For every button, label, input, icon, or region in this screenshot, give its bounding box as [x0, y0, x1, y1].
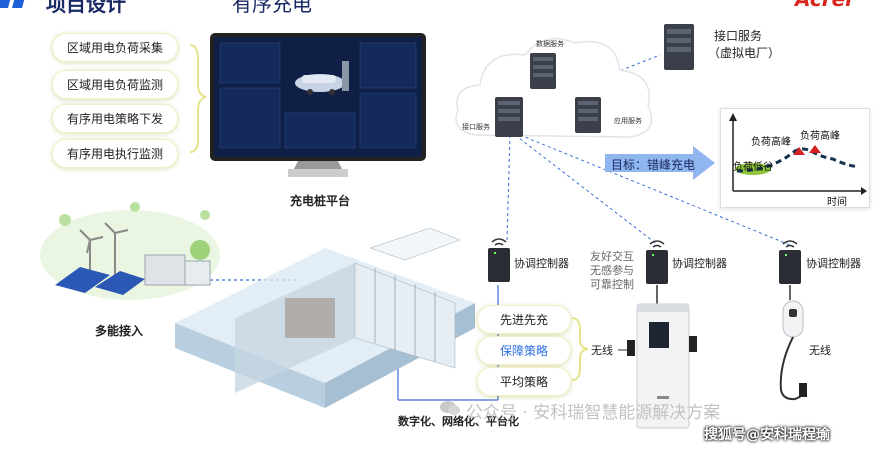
- watermark-wechat-icon: [440, 400, 460, 416]
- multi-energy-scene: [35, 195, 225, 300]
- bottom-label: 数字化、网络化、平台化: [398, 415, 519, 428]
- server-app-icon: [575, 97, 601, 133]
- load-chart: [720, 108, 870, 208]
- load-time-axis-label: 时间: [827, 197, 847, 208]
- cloud-interface-service-label: 接口服务: [462, 123, 490, 131]
- load-peak-label-1: 负荷高峰: [751, 137, 791, 148]
- friendly-note-line1: 友好交互: [590, 250, 634, 263]
- header-logo-mark: [0, 0, 34, 8]
- wall-charger-icon: [775, 295, 815, 405]
- target-arrow: [605, 146, 715, 180]
- vpp-label-line1: 接口服务: [714, 29, 763, 43]
- watermark-text-2: 搜狐号@安科瑞程瑜: [704, 427, 830, 443]
- load-valley-label: 负荷低谷: [733, 162, 773, 173]
- cloud-service-group: [450, 25, 665, 155]
- friendly-note-line3: 可靠控制: [590, 278, 634, 291]
- header-title-left: 项目设计: [46, 0, 126, 16]
- switchgear-room: [175, 227, 475, 408]
- controller-device-1: [486, 236, 512, 284]
- wireless-label-1: 无线: [591, 344, 613, 357]
- multi-energy-label: 多能接入: [95, 324, 144, 338]
- charging-pile-icon: [625, 300, 705, 432]
- strategy-first-come: 先进先充: [477, 305, 571, 334]
- vpp-label-line2: （虚拟电厂）: [708, 46, 781, 60]
- controller-label-1: 协调控制器: [514, 257, 569, 270]
- controller-device-3: [777, 238, 803, 286]
- server-interface-icon: [495, 97, 523, 137]
- watermark-text: 公众号 · 安科瑞智慧能源解决方案: [466, 403, 721, 423]
- friendly-note-line2: 无感参与: [590, 264, 634, 277]
- cloud-data-service-label: 数据服务: [536, 40, 564, 48]
- vpp-server-icon: [662, 24, 696, 70]
- target-label: 目标：错峰充电: [611, 158, 696, 172]
- strategy-guarantee: 保障策略: [477, 336, 571, 365]
- strategy-average: 平均策略: [477, 367, 571, 396]
- function-pill-load-collect: 区域用电负荷采集: [52, 33, 178, 62]
- server-data-icon: [530, 53, 556, 89]
- controller-label-2: 协调控制器: [672, 257, 727, 270]
- function-pill-load-monitor: 区域用电负荷监测: [52, 70, 178, 99]
- platform-monitor: [210, 33, 426, 177]
- controller-device-2: [644, 238, 670, 286]
- platform-label: 充电桩平台: [290, 194, 351, 208]
- brand-logo: Acrel: [795, 0, 852, 11]
- load-peak-label-2: 负荷高峰: [800, 131, 840, 142]
- function-pill-execution-monitor: 有序用电执行监测: [52, 139, 178, 168]
- header-title-right: 有序充电: [232, 0, 312, 16]
- cloud-app-service-label: 应用服务: [614, 117, 642, 125]
- controller-label-3: 协调控制器: [806, 257, 861, 270]
- function-pill-strategy-issue: 有序用电策略下发: [52, 104, 178, 133]
- wireless-label-2: 无线: [809, 344, 831, 357]
